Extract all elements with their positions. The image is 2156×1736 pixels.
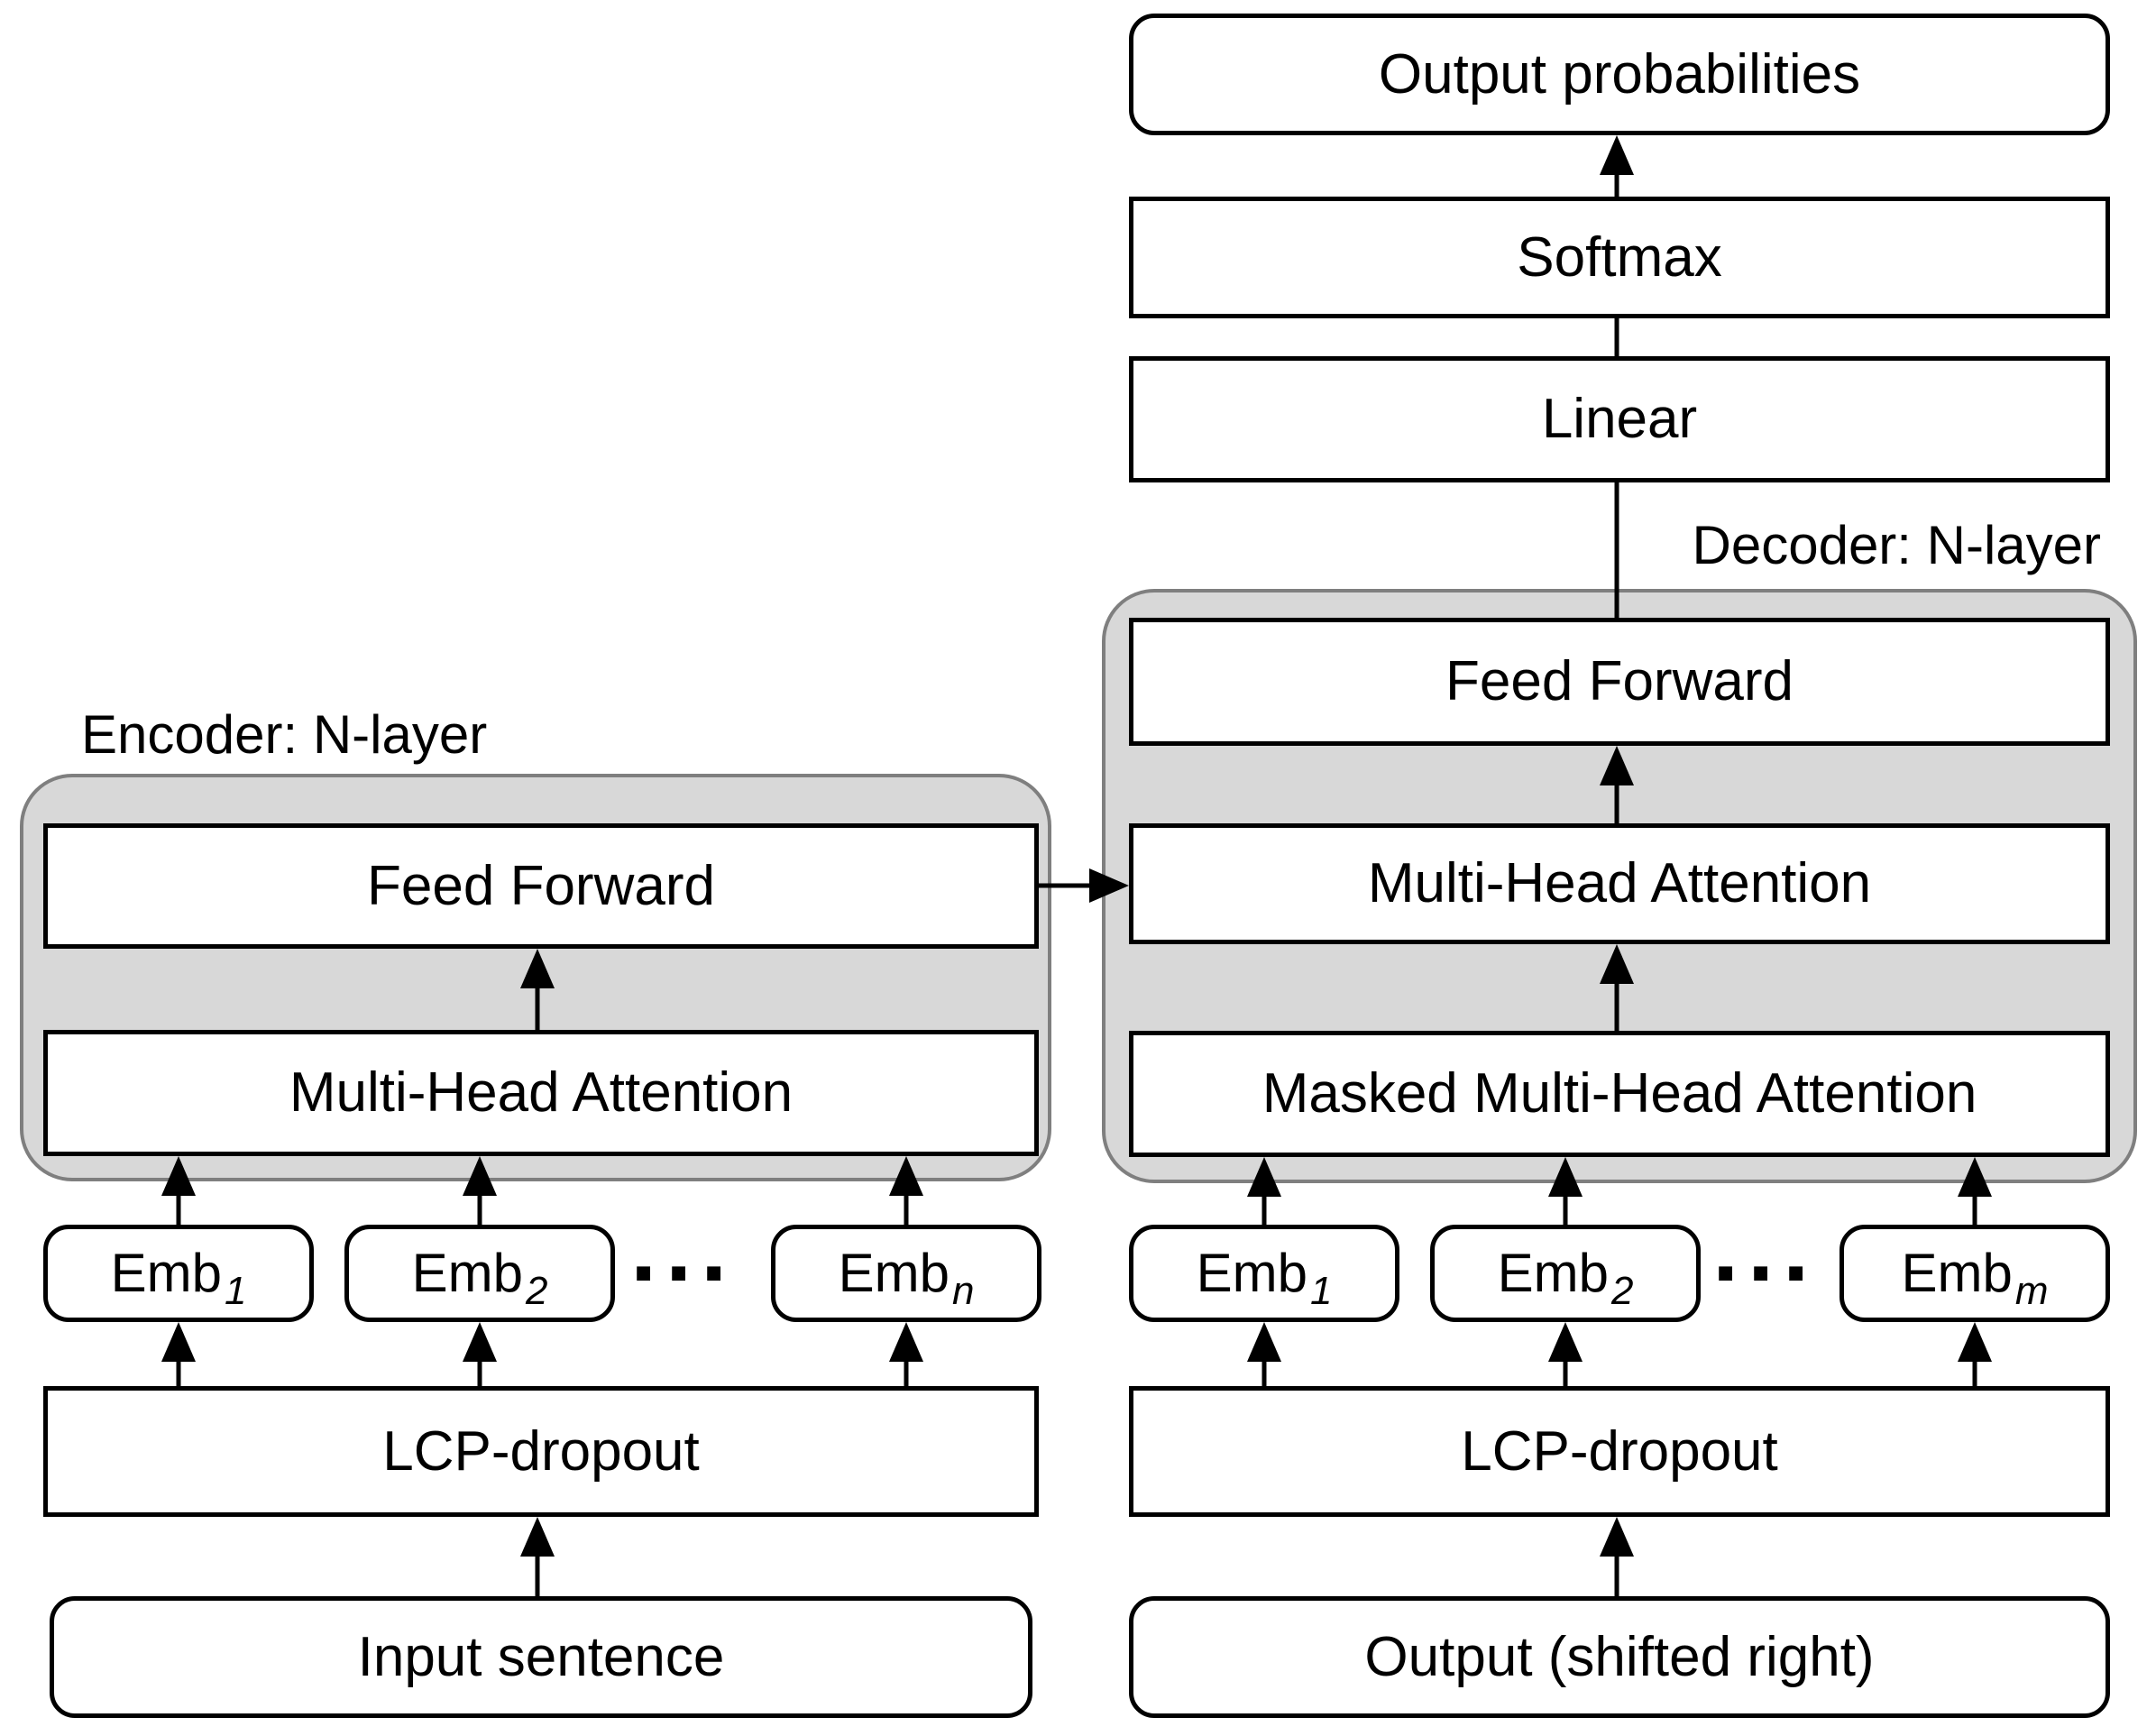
encoder-emb-1-label: Emb [110, 1243, 222, 1303]
decoder-emb-2-subscript: 2 [1610, 1269, 1634, 1313]
decoder-multi-head-attention-box: Multi-Head Attention [1129, 823, 2110, 944]
arrow-encoder-lcp-to-embn [889, 1322, 923, 1386]
decoder-label: Decoder: N-layer [1692, 515, 2102, 575]
decoder-feed-forward-box: Feed Forward [1129, 618, 2110, 746]
arrow-decoder-lcp-to-embm [1958, 1322, 1992, 1386]
decoder-masked-multi-head-attention-box: Masked Multi-Head Attention [1129, 1031, 2110, 1157]
output-probabilities-box: Output probabilities [1129, 14, 2110, 135]
output-shifted-right-box: Output (shifted right) [1129, 1596, 2110, 1718]
arrow-decoder-lcp-to-emb1 [1247, 1322, 1281, 1386]
arrow-encoder-lcp-to-emb2 [463, 1322, 497, 1386]
arrow-output-to-decoder-lcp [1600, 1517, 1634, 1596]
decoder-ellipsis: ··· [1712, 1220, 1818, 1326]
arrow-input-to-encoder-lcp [520, 1517, 555, 1596]
encoder-emb-n-subscript: n [951, 1269, 975, 1313]
encoder-emb-2-label: Emb [411, 1243, 523, 1303]
arrow-softmax-to-output-probabilities [1600, 135, 1634, 197]
input-sentence-box: Input sentence [50, 1596, 1032, 1718]
arrow-encoder-lcp-to-emb1 [161, 1322, 196, 1386]
encoder-label: Encoder: N-layer [81, 704, 488, 765]
decoder-lcp-dropout-box: LCP-dropout [1129, 1386, 2110, 1517]
decoder-emb-m-subscript: m [2014, 1269, 2049, 1313]
decoder-emb-m-label: Emb [1901, 1243, 2013, 1303]
encoder-emb-n-label: Emb [838, 1243, 950, 1303]
decoder-emb-2-label: Emb [1497, 1243, 1609, 1303]
decoder-emb-1-label: Emb [1196, 1243, 1307, 1303]
encoder-emb-1-subscript: 1 [224, 1269, 247, 1313]
encoder-ellipsis: ··· [630, 1220, 736, 1326]
softmax-box: Softmax [1129, 197, 2110, 318]
encoder-multi-head-attention-box: Multi-Head Attention [43, 1030, 1039, 1156]
decoder-emb-1-subscript: 1 [1309, 1269, 1333, 1313]
encoder-feed-forward-box: Feed Forward [43, 823, 1039, 949]
encoder-lcp-dropout-box: LCP-dropout [43, 1386, 1039, 1517]
encoder-emb-2-subscript: 2 [525, 1269, 548, 1313]
arrow-decoder-lcp-to-emb2 [1548, 1322, 1583, 1386]
linear-box: Linear [1129, 356, 2110, 482]
